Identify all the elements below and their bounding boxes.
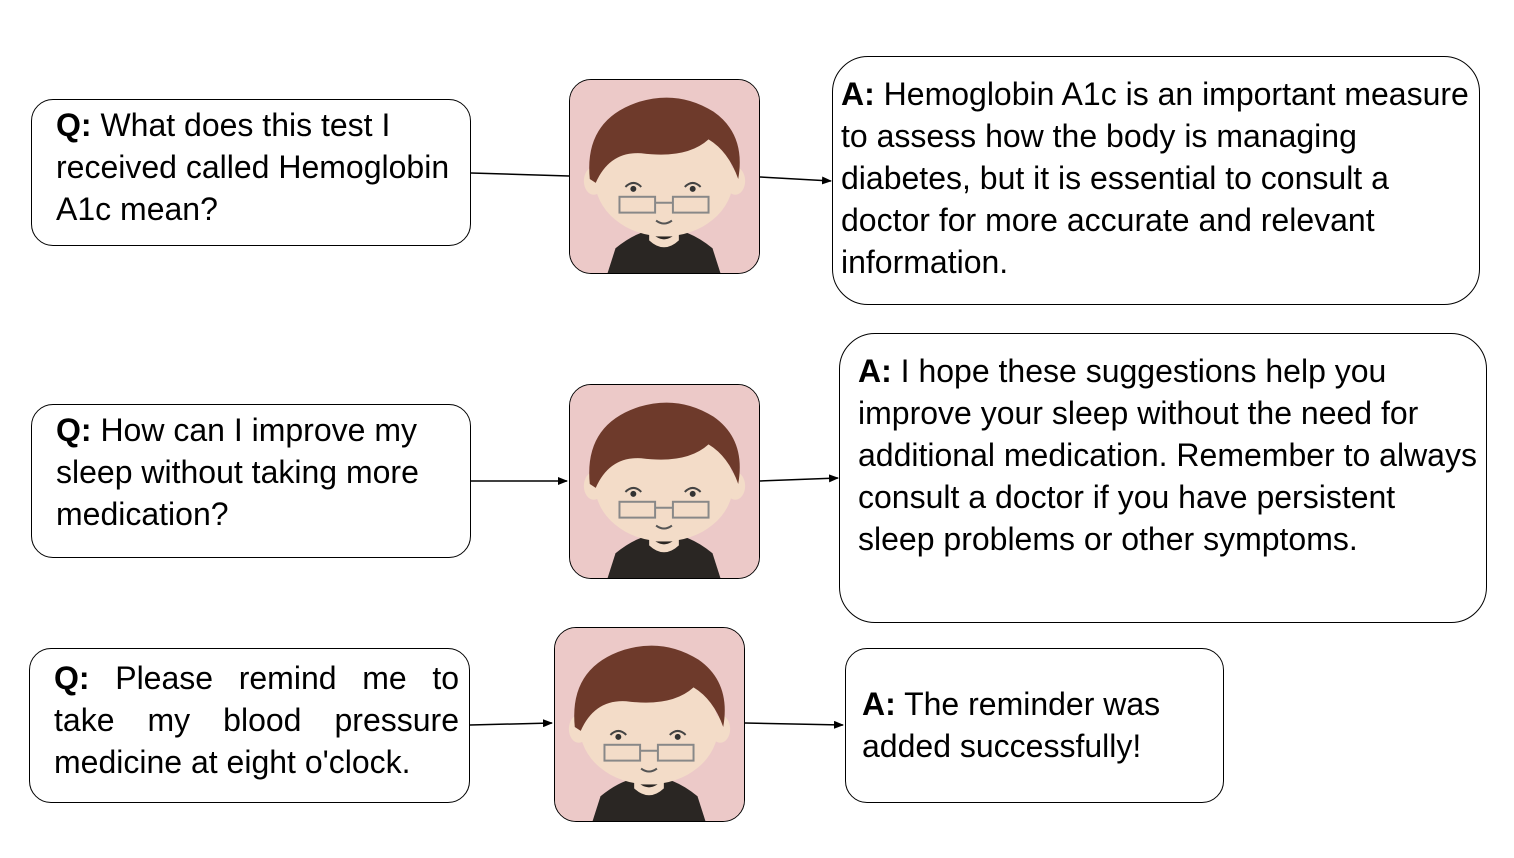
avatar	[569, 79, 760, 274]
question-box-2: Q: How can I improve my sleep without ta…	[31, 404, 471, 558]
person-avatar-icon	[555, 628, 744, 821]
question-prefix: Q:	[56, 412, 92, 448]
person-avatar-icon	[570, 385, 759, 578]
arrow-q3-avatar3	[469, 719, 553, 728]
arrow-avatar3-a3	[744, 720, 844, 729]
question-box-3: Q: Please remind me to take my blood pre…	[29, 648, 470, 803]
answer-prefix: A:	[858, 353, 892, 389]
arrow-avatar1-a1	[759, 176, 832, 185]
arrow-avatar2-a2	[759, 474, 839, 483]
answer-box-3: A: The reminder was added successfully!	[845, 648, 1224, 803]
answer-box-1: A: Hemoglobin A1c is an important measur…	[832, 56, 1480, 305]
question-prefix: Q:	[56, 107, 92, 143]
question-prefix: Q:	[54, 660, 90, 696]
answer-prefix: A:	[841, 76, 875, 112]
answer-text: Hemoglobin A1c is an important measure t…	[841, 76, 1469, 280]
person-avatar-icon	[570, 80, 759, 273]
question-text: How can I improve my sleep without takin…	[56, 412, 419, 532]
answer-text: The reminder was added successfully!	[862, 686, 1161, 764]
question-box-1: Q: What does this test I received called…	[31, 99, 471, 246]
question-text: Please remind me to take my blood pressu…	[54, 660, 460, 780]
avatar	[569, 384, 760, 579]
connector-q1-avatar1	[470, 172, 570, 177]
answer-prefix: A:	[862, 686, 896, 722]
avatar	[554, 627, 745, 822]
question-text: What does this test I received called He…	[56, 107, 450, 227]
answer-box-2: A: I hope these suggestions help you imp…	[839, 333, 1487, 623]
answer-text: I hope these suggestions help you improv…	[858, 353, 1477, 557]
